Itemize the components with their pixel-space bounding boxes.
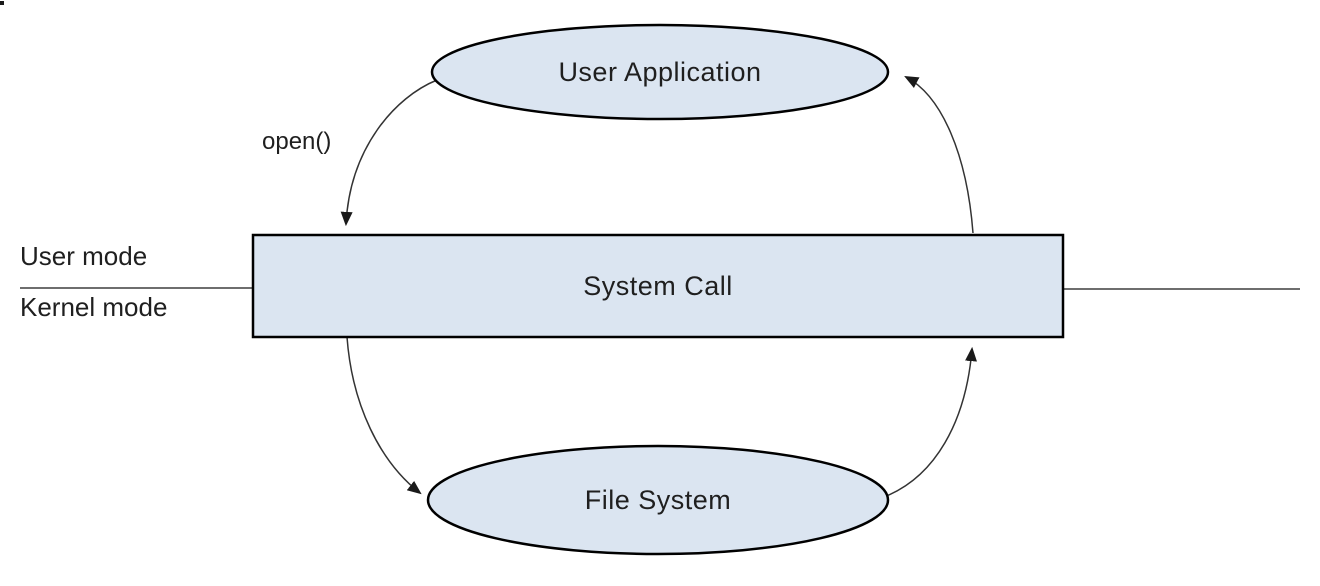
user-application-label: User Application: [558, 56, 762, 87]
user-application-node: [430, 23, 890, 121]
file-system-node: [426, 444, 890, 556]
corner-artifact-mark: [0, 1, 4, 5]
open-call-edge-label: open(): [262, 128, 332, 155]
user-mode-label: User mode: [20, 241, 148, 271]
file-system-label: File System: [584, 484, 732, 515]
system-call-label: System Call: [583, 270, 733, 301]
system-call-node: [251, 233, 1065, 339]
edge-open-call-arrow: [340, 79, 438, 227]
edge-call-to-file-system-arrow: [346, 336, 422, 495]
edge-return-to-user-application-arrow: [904, 76, 974, 234]
kernel-mode-label: Kernel mode: [20, 292, 168, 322]
edge-return-to-system-call-arrow: [883, 346, 977, 498]
